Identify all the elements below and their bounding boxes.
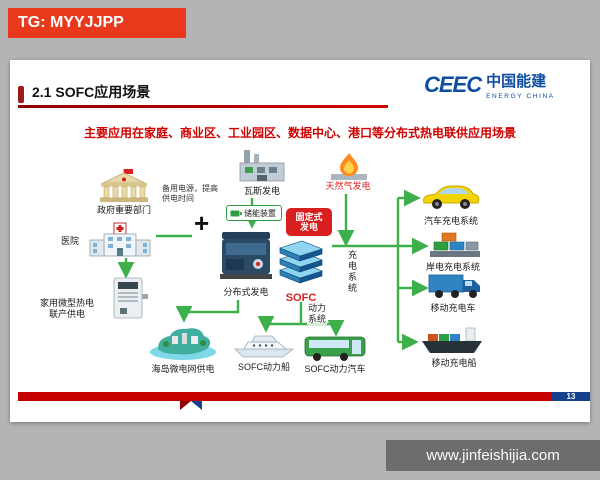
connector-arrows — [117, 189, 429, 351]
car-charging-label: 汽车充电系统 — [423, 216, 478, 226]
charging-system-label: 充电系统 — [347, 250, 357, 294]
hospital-building-icon — [88, 222, 152, 258]
logo-chinese-name: 中国能建 — [486, 73, 547, 90]
footer-ornament-icon — [180, 401, 202, 410]
hospital-label: 医院 — [60, 236, 79, 246]
island-microgrid-label: 海岛微电网供电 — [151, 364, 215, 374]
slide-subtitle: 主要应用在家庭、商业区、工业园区、数据中心、港口等分布式热电联供应用场景 — [83, 126, 516, 140]
sofc-label: SOFC — [285, 292, 317, 304]
sofc-bus-label: SOFC动力汽车 — [304, 364, 366, 374]
natural-gas-power-label: 天然气发电 — [325, 181, 371, 191]
backup-power-note: 备用电源，提高 供电时间 — [162, 184, 218, 203]
truck-icon — [428, 272, 482, 300]
car-icon — [420, 182, 482, 212]
gas-power-label: 瓦斯发电 — [243, 186, 280, 196]
battery-icon — [230, 210, 242, 216]
mobile-ship-label: 移动充电船 — [431, 358, 477, 368]
home-chp-label: 家用微型热电 联产供电 — [39, 298, 94, 319]
footer-page-number: 13 — [552, 392, 590, 401]
yacht-icon — [232, 330, 296, 360]
fixed-generation-badge: 固定式 发电 — [286, 208, 332, 236]
slide-title: 2.1 SOFC应用场景 — [32, 84, 151, 100]
government-label: 政府重要部门 — [96, 205, 151, 215]
shore-containers-icon — [428, 230, 482, 260]
government-building-icon — [95, 168, 153, 204]
tg-watermark-badge: TG: MYYJJPP — [8, 8, 186, 38]
ceec-logo-icon: CEEC — [424, 72, 482, 97]
home-chp-unit-icon — [106, 276, 150, 320]
mobile-truck-label: 移动充电车 — [430, 303, 476, 313]
natural-gas-flame-icon — [327, 152, 371, 182]
title-underline — [18, 105, 388, 108]
sofc-boat-label: SOFC动力船 — [237, 362, 290, 372]
island-icon — [148, 320, 218, 362]
gas-plant-icon — [237, 148, 287, 184]
bus-icon — [304, 334, 366, 362]
footer-red-bar — [18, 392, 552, 401]
title-accent-bar — [18, 86, 24, 103]
cargo-ship-icon — [420, 324, 484, 356]
shore-charging-label: 岸电充电系统 — [425, 262, 480, 272]
energy-china-logo: CEEC 中国能建 ENERGY CHINA — [424, 72, 555, 100]
site-watermark: www.jinfeishijia.com — [386, 440, 600, 471]
presentation-slide: 2.1 SOFC应用场景 CEEC 中国能建 ENERGY CHINA 主要应用… — [10, 60, 590, 422]
distributed-gen-label: 分布式发电 — [223, 287, 269, 297]
plus-sign: + — [194, 208, 210, 238]
generator-icon — [220, 228, 272, 282]
power-system-label: 动力 系统 — [307, 303, 327, 325]
energy-storage-badge: 储能装置 — [226, 205, 282, 221]
sofc-stack-icon — [272, 234, 330, 290]
storage-label: 储能装置 — [244, 208, 276, 218]
logo-english-name: ENERGY CHINA — [486, 92, 555, 100]
